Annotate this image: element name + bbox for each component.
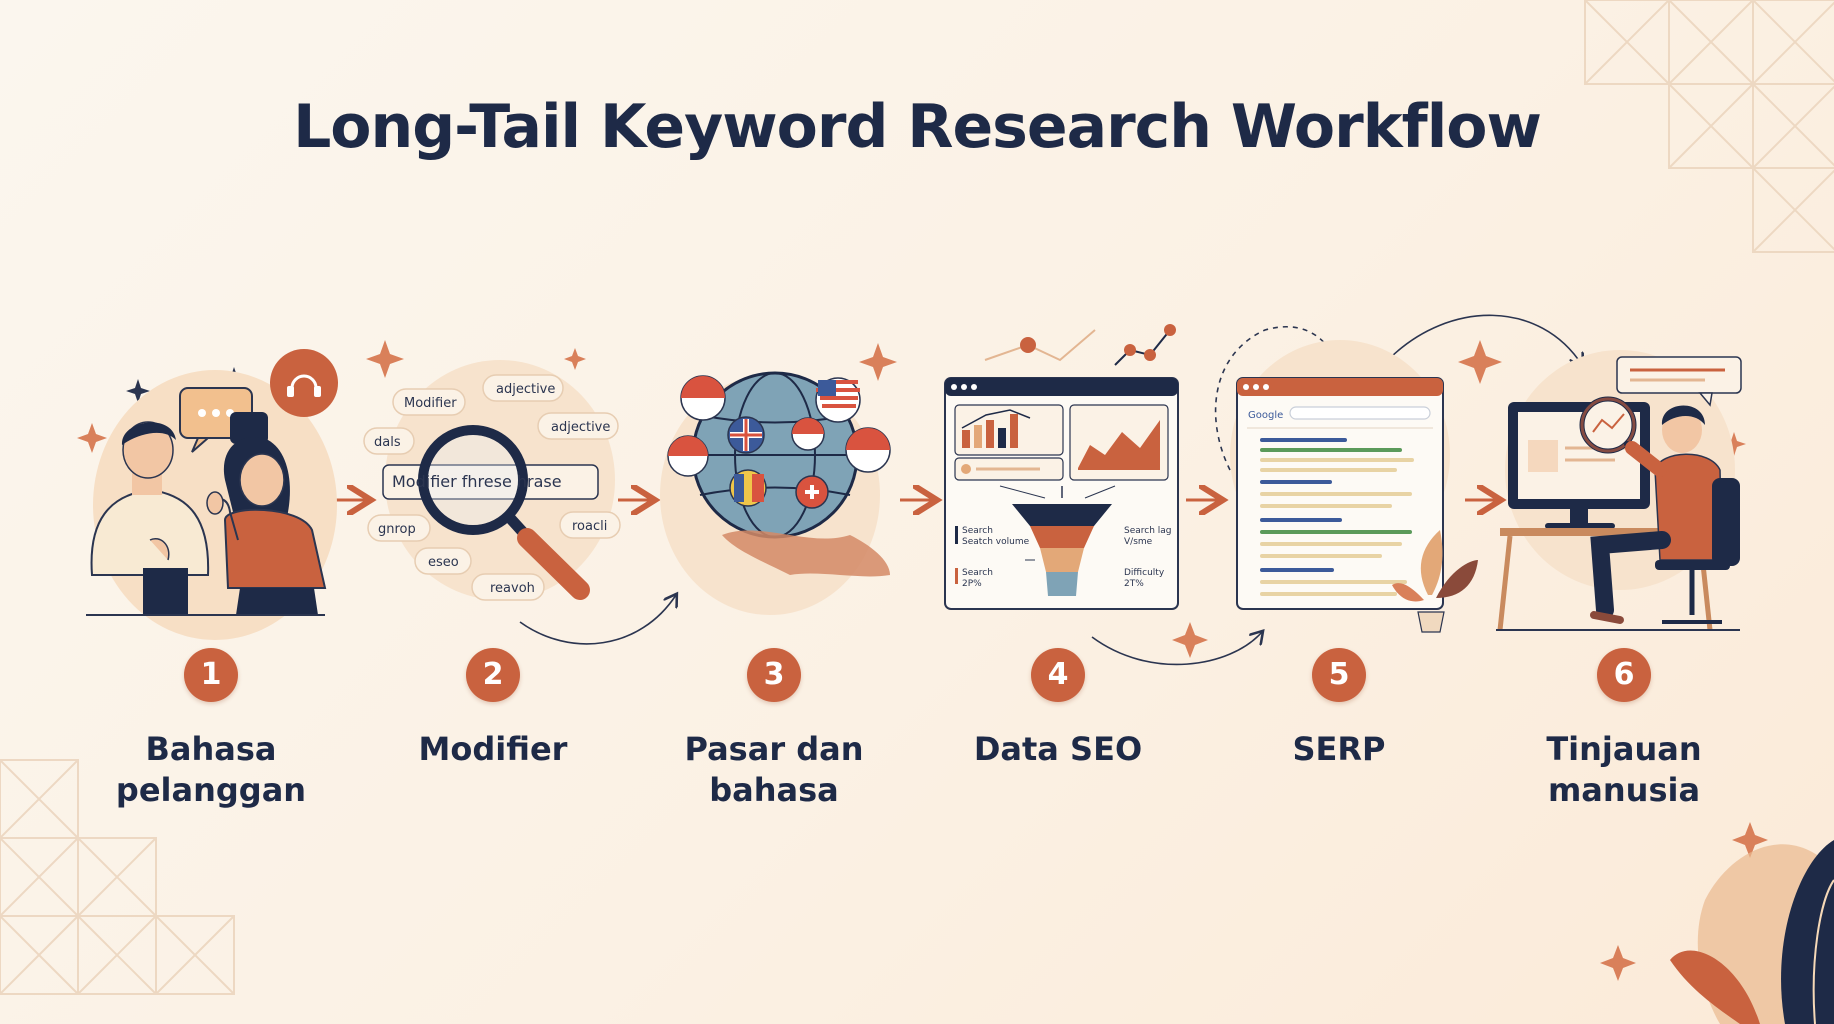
step-4-illustration xyxy=(944,324,1179,610)
seo-label: 2P% xyxy=(962,579,982,589)
flag-icon xyxy=(815,377,861,423)
seo-label: Search xyxy=(962,568,993,578)
flag-icon xyxy=(667,435,709,477)
step-number-badge: 6 xyxy=(1597,648,1651,702)
step-2-illustration xyxy=(363,360,621,601)
modifier-word: adjective xyxy=(496,382,555,397)
seo-panel-labels: Search Seatch volume Search 2P% Search l… xyxy=(962,526,1172,589)
step-number-badge: 2 xyxy=(466,648,520,702)
step-number-badge: 5 xyxy=(1312,648,1366,702)
leaf-decoration xyxy=(1670,840,1834,1024)
sparkle-decorations xyxy=(77,340,1768,981)
step-label: Bahasa pelanggan xyxy=(115,730,307,809)
flag-icon xyxy=(845,427,891,473)
corner-grid-top-right xyxy=(1584,0,1834,253)
flag-icon xyxy=(795,475,829,509)
modifier-word: adjective xyxy=(551,420,610,435)
step-label: SERP xyxy=(1292,730,1386,768)
seo-label: V/sme xyxy=(1124,537,1153,547)
step-number-badge: 1 xyxy=(184,648,238,702)
modifier-word: eseo xyxy=(428,555,459,570)
step-6-illustration xyxy=(1496,350,1742,631)
modifier-phrase: Modifier fhrese hrase xyxy=(392,472,562,491)
step-1-illustration xyxy=(86,349,338,640)
modifier-word: dals xyxy=(374,435,401,450)
step-number-badge: 3 xyxy=(747,648,801,702)
step-label: Pasar dan bahasa xyxy=(684,730,864,809)
modifier-word: reavoh xyxy=(490,581,535,596)
seo-label: Search lag xyxy=(1124,526,1172,536)
modifier-word: roacli xyxy=(572,519,607,534)
step-label: Modifier xyxy=(418,730,568,768)
step-3-illustration xyxy=(660,371,891,615)
seo-label: Search xyxy=(962,526,993,536)
curved-arrows xyxy=(519,314,1582,666)
seo-label: Seatch volume xyxy=(962,537,1030,547)
modifier-words: Modifier adjective adjective dals Modifi… xyxy=(374,382,610,596)
flag-icon xyxy=(729,469,767,507)
seo-label: Difficulty xyxy=(1124,568,1165,578)
modifier-word: gnrop xyxy=(378,522,416,537)
seo-label: 2T% xyxy=(1124,579,1144,589)
google-logo: Google xyxy=(1248,410,1283,421)
step-label: Data SEO xyxy=(973,730,1143,768)
modifier-word: Modifier xyxy=(404,396,457,411)
flag-icon xyxy=(791,417,825,451)
flag-icon xyxy=(680,375,726,421)
flag-icon xyxy=(727,416,765,454)
step-number-badge: 4 xyxy=(1031,648,1085,702)
page-title: Long-Tail Keyword Research Workflow xyxy=(293,92,1542,162)
step-label: Tinjauan manusia xyxy=(1546,730,1702,809)
corner-grid-bottom-left xyxy=(0,759,235,995)
step-5-illustration xyxy=(1230,340,1478,633)
